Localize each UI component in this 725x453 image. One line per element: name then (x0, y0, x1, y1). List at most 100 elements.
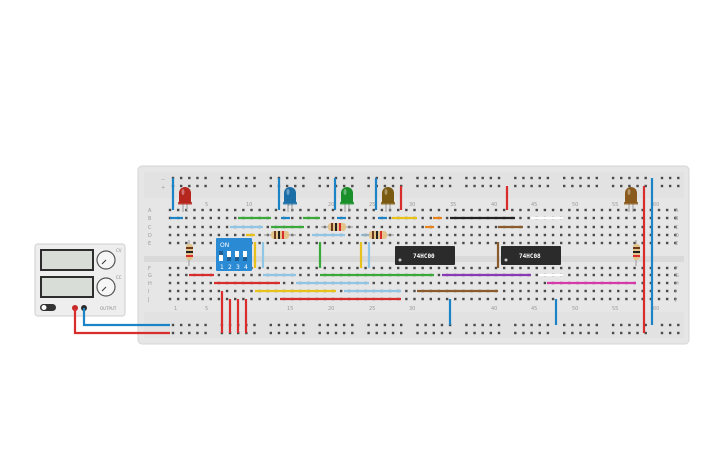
hole[interactable] (608, 233, 612, 237)
hole[interactable] (364, 241, 367, 245)
hole[interactable] (217, 297, 221, 301)
hole[interactable] (592, 266, 595, 270)
hole[interactable] (168, 297, 172, 301)
hole[interactable] (600, 225, 604, 229)
hole[interactable] (318, 323, 321, 327)
hole[interactable] (665, 297, 669, 301)
hole[interactable] (538, 323, 541, 327)
hole[interactable] (351, 331, 354, 335)
hole[interactable] (253, 323, 256, 327)
hole[interactable] (380, 266, 384, 270)
hole[interactable] (470, 297, 473, 301)
hole[interactable] (657, 297, 661, 301)
hole[interactable] (277, 331, 281, 335)
hole[interactable] (380, 241, 384, 245)
hole[interactable] (258, 208, 261, 212)
hole[interactable] (527, 297, 530, 301)
hole[interactable] (657, 208, 661, 212)
hole[interactable] (282, 266, 286, 270)
chip-74hc00[interactable]: 74HC00 (395, 246, 455, 265)
hole[interactable] (462, 281, 465, 285)
hole[interactable] (486, 225, 490, 229)
hole[interactable] (421, 225, 424, 229)
hole[interactable] (454, 233, 457, 237)
hole[interactable] (375, 331, 378, 335)
hole[interactable] (188, 331, 191, 335)
hole[interactable] (250, 273, 253, 277)
hole[interactable] (168, 208, 172, 212)
hole[interactable] (277, 323, 281, 327)
hole[interactable] (397, 233, 400, 237)
hole[interactable] (608, 297, 612, 301)
hole[interactable] (514, 323, 517, 327)
hole[interactable] (633, 216, 636, 220)
hole[interactable] (657, 241, 661, 245)
hole[interactable] (176, 225, 180, 229)
hole[interactable] (494, 241, 498, 245)
hole[interactable] (462, 225, 465, 229)
hole[interactable] (217, 208, 221, 212)
hole[interactable] (600, 297, 604, 301)
hole[interactable] (424, 331, 427, 335)
hole[interactable] (592, 289, 595, 293)
hole[interactable] (522, 184, 525, 188)
hole[interactable] (620, 176, 623, 180)
hole[interactable] (600, 208, 604, 212)
hole[interactable] (220, 184, 224, 188)
hole[interactable] (563, 176, 566, 180)
hole[interactable] (388, 225, 392, 229)
hole[interactable] (576, 289, 579, 293)
hole[interactable] (185, 273, 188, 277)
hole[interactable] (318, 331, 321, 335)
hole[interactable] (473, 331, 476, 335)
hole[interactable] (584, 297, 587, 301)
hole[interactable] (530, 176, 533, 180)
hole[interactable] (657, 225, 661, 229)
hole[interactable] (440, 323, 444, 327)
hole[interactable] (674, 266, 677, 270)
hole[interactable] (636, 176, 639, 180)
hole[interactable] (282, 241, 286, 245)
hole[interactable] (641, 297, 644, 301)
hole[interactable] (334, 323, 338, 327)
hole[interactable] (481, 323, 484, 327)
hole[interactable] (225, 208, 229, 212)
hole[interactable] (462, 233, 465, 237)
hole[interactable] (519, 289, 522, 293)
hole[interactable] (299, 273, 302, 277)
hole[interactable] (397, 208, 400, 212)
hole[interactable] (185, 225, 188, 229)
hole[interactable] (560, 297, 563, 301)
hole[interactable] (185, 233, 188, 237)
hole[interactable] (546, 176, 550, 180)
hole[interactable] (176, 241, 180, 245)
hole[interactable] (331, 216, 335, 220)
hole[interactable] (201, 225, 204, 229)
hole[interactable] (209, 297, 212, 301)
hole[interactable] (473, 176, 476, 180)
hole[interactable] (326, 331, 330, 335)
hole[interactable] (388, 241, 392, 245)
hole[interactable] (502, 281, 506, 285)
dip-switch[interactable]: ON 1 2 3 4 (216, 238, 252, 271)
hole[interactable] (209, 225, 212, 229)
hole[interactable] (576, 241, 579, 245)
hole[interactable] (674, 241, 677, 245)
hole[interactable] (617, 266, 620, 270)
hole[interactable] (416, 184, 419, 188)
hole[interactable] (351, 176, 354, 180)
dip-toggle[interactable] (235, 251, 239, 261)
hole[interactable] (421, 233, 424, 237)
hole[interactable] (326, 323, 330, 327)
hole[interactable] (576, 273, 579, 277)
hole[interactable] (372, 208, 375, 212)
hole[interactable] (600, 273, 604, 277)
hole[interactable] (413, 241, 416, 245)
hole[interactable] (497, 331, 501, 335)
hole[interactable] (245, 176, 248, 180)
hole[interactable] (535, 266, 538, 270)
hole[interactable] (294, 323, 297, 327)
hole[interactable] (405, 266, 408, 270)
hole[interactable] (225, 225, 229, 229)
